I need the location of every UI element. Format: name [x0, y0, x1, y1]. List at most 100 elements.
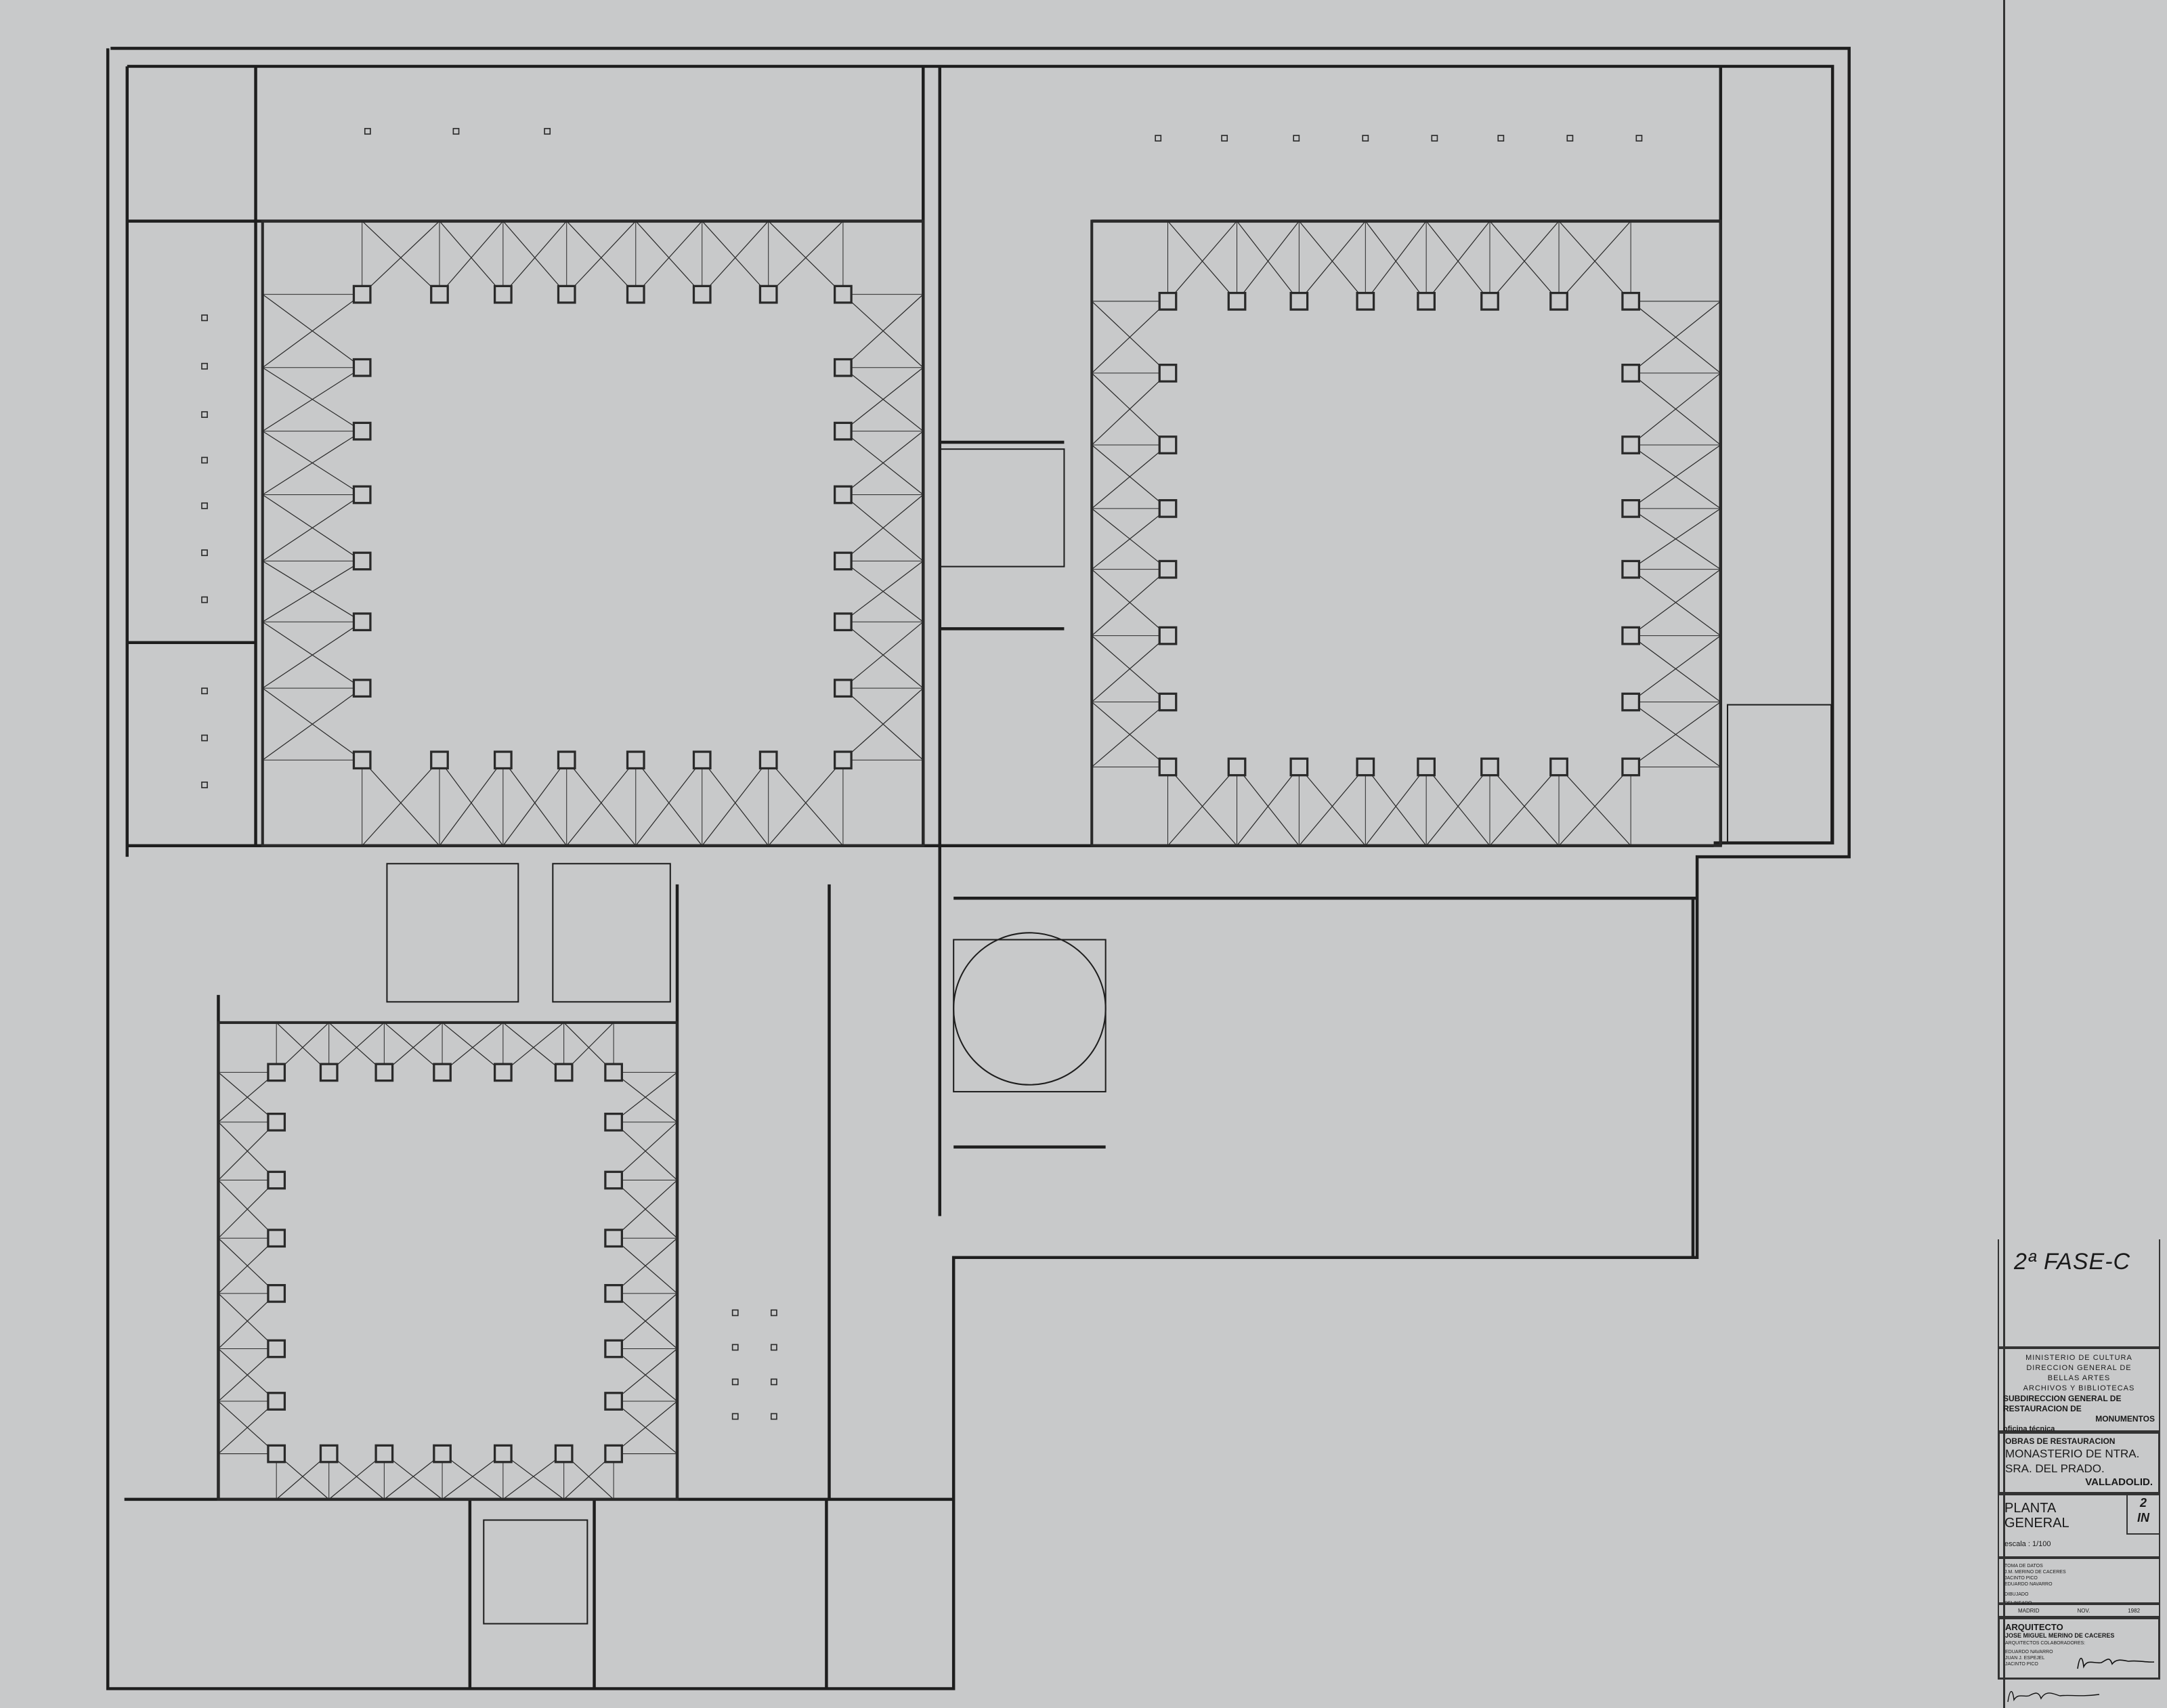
cloisters	[201, 127, 1722, 1501]
column-dot	[770, 1413, 777, 1420]
vault-rib	[1237, 767, 1300, 847]
vault-rib	[502, 1453, 565, 1500]
column-dot	[201, 314, 208, 322]
vault-rib	[768, 759, 844, 847]
pier	[554, 1444, 574, 1464]
main-outline	[106, 47, 1851, 1690]
vault-rib	[1091, 569, 1168, 637]
column-dot	[1221, 135, 1228, 142]
pier	[352, 679, 372, 698]
cloister-gallery	[1090, 219, 1722, 847]
vault-rib	[1630, 301, 1721, 374]
pier	[1621, 435, 1641, 454]
sheet-number: 2	[2139, 1496, 2147, 1510]
column-dot	[201, 411, 208, 419]
vault-rib	[1167, 767, 1237, 847]
pier	[374, 1063, 394, 1082]
pier	[352, 750, 372, 770]
vault-rib	[1237, 221, 1300, 302]
pier	[604, 1283, 623, 1303]
vault-rib	[439, 759, 504, 847]
column-dot	[1293, 135, 1300, 142]
pier	[1621, 559, 1641, 579]
pier	[352, 284, 372, 304]
pier	[267, 1392, 286, 1411]
authority-line: BELLAS ARTES	[2047, 1374, 2111, 1382]
vault-rib	[218, 1180, 277, 1239]
pier	[1356, 291, 1375, 311]
vault-rib	[613, 1293, 678, 1349]
vault-rib	[1630, 372, 1721, 446]
pier	[604, 1170, 623, 1190]
cloister-gallery	[261, 219, 925, 847]
authority-line: oficina técnica	[2003, 1425, 2055, 1433]
vault-rib	[442, 1022, 504, 1073]
authority-line: MINISTERIO DE CULTURA	[2025, 1354, 2132, 1362]
vault-rib	[1630, 508, 1721, 570]
pier	[692, 284, 712, 304]
vault-rib	[262, 560, 363, 622]
vault-rib	[1489, 221, 1560, 302]
vault-rib	[613, 1180, 678, 1239]
sheet-box: PLANTA GENERAL escala : 1/100 2 IN	[1998, 1494, 2160, 1558]
project-line: OBRAS DE RESTAURACION	[2005, 1436, 2116, 1446]
pier	[352, 612, 372, 632]
column-dot	[201, 456, 208, 464]
pier	[604, 1339, 623, 1359]
sheet-title: GENERAL	[2004, 1516, 2069, 1531]
pier	[1227, 757, 1247, 777]
vault-rib	[218, 1348, 277, 1402]
phase-label: 2ª FASE-C	[2014, 1249, 2131, 1275]
pier	[1158, 291, 1178, 311]
architect-name: JOSE MIGUEL MERINO DE CACERES	[2005, 1632, 2115, 1639]
vault-rib	[613, 1071, 678, 1123]
pier	[1549, 757, 1568, 777]
pier	[319, 1444, 339, 1464]
pier	[834, 679, 853, 698]
dome-circle	[953, 932, 1107, 1086]
pier	[557, 750, 576, 770]
pier	[1621, 692, 1641, 712]
pier	[758, 284, 778, 304]
vault-rib	[218, 1293, 277, 1349]
pier	[319, 1063, 339, 1082]
signature-image	[2077, 1657, 2155, 1669]
vault-rib	[1091, 301, 1168, 374]
column-dot	[731, 1413, 739, 1420]
pier	[430, 750, 449, 770]
pier	[1621, 626, 1641, 645]
vault-rib	[1298, 767, 1366, 847]
pier	[1549, 291, 1568, 311]
sheet-code: IN	[2137, 1511, 2149, 1524]
vault-rib	[1558, 221, 1631, 302]
pier	[1227, 291, 1247, 311]
architect-label: ARQUITECTO	[2005, 1622, 2063, 1632]
credits-line: J.M. MERINO DE CACERES	[2004, 1570, 2066, 1575]
vault-rib	[1091, 372, 1168, 446]
pier	[1289, 291, 1309, 311]
credits-line: DIBUJADO	[2004, 1592, 2029, 1597]
vault-rib	[1558, 767, 1631, 847]
collab-name: JACINTO PICO	[2005, 1662, 2038, 1667]
pier	[834, 358, 853, 377]
pier	[493, 1063, 513, 1082]
pier	[267, 1170, 286, 1190]
vault-rib	[768, 221, 844, 295]
pier	[626, 284, 645, 304]
column-dot	[452, 127, 460, 135]
column-dot	[1497, 135, 1505, 142]
pier	[834, 485, 853, 505]
pier	[1621, 364, 1641, 383]
authority-line: ARCHIVOS Y BIBLIOTECAS	[2023, 1384, 2135, 1392]
pier	[604, 1444, 623, 1464]
vault-rib	[842, 367, 924, 432]
vault-rib	[842, 560, 924, 622]
pier	[493, 284, 513, 304]
pier	[267, 1063, 286, 1082]
pier	[352, 421, 372, 441]
inner-outline	[127, 64, 1835, 845]
pier	[1621, 499, 1641, 518]
pier	[626, 750, 645, 770]
vault-rib	[613, 1122, 678, 1180]
pier	[433, 1444, 452, 1464]
